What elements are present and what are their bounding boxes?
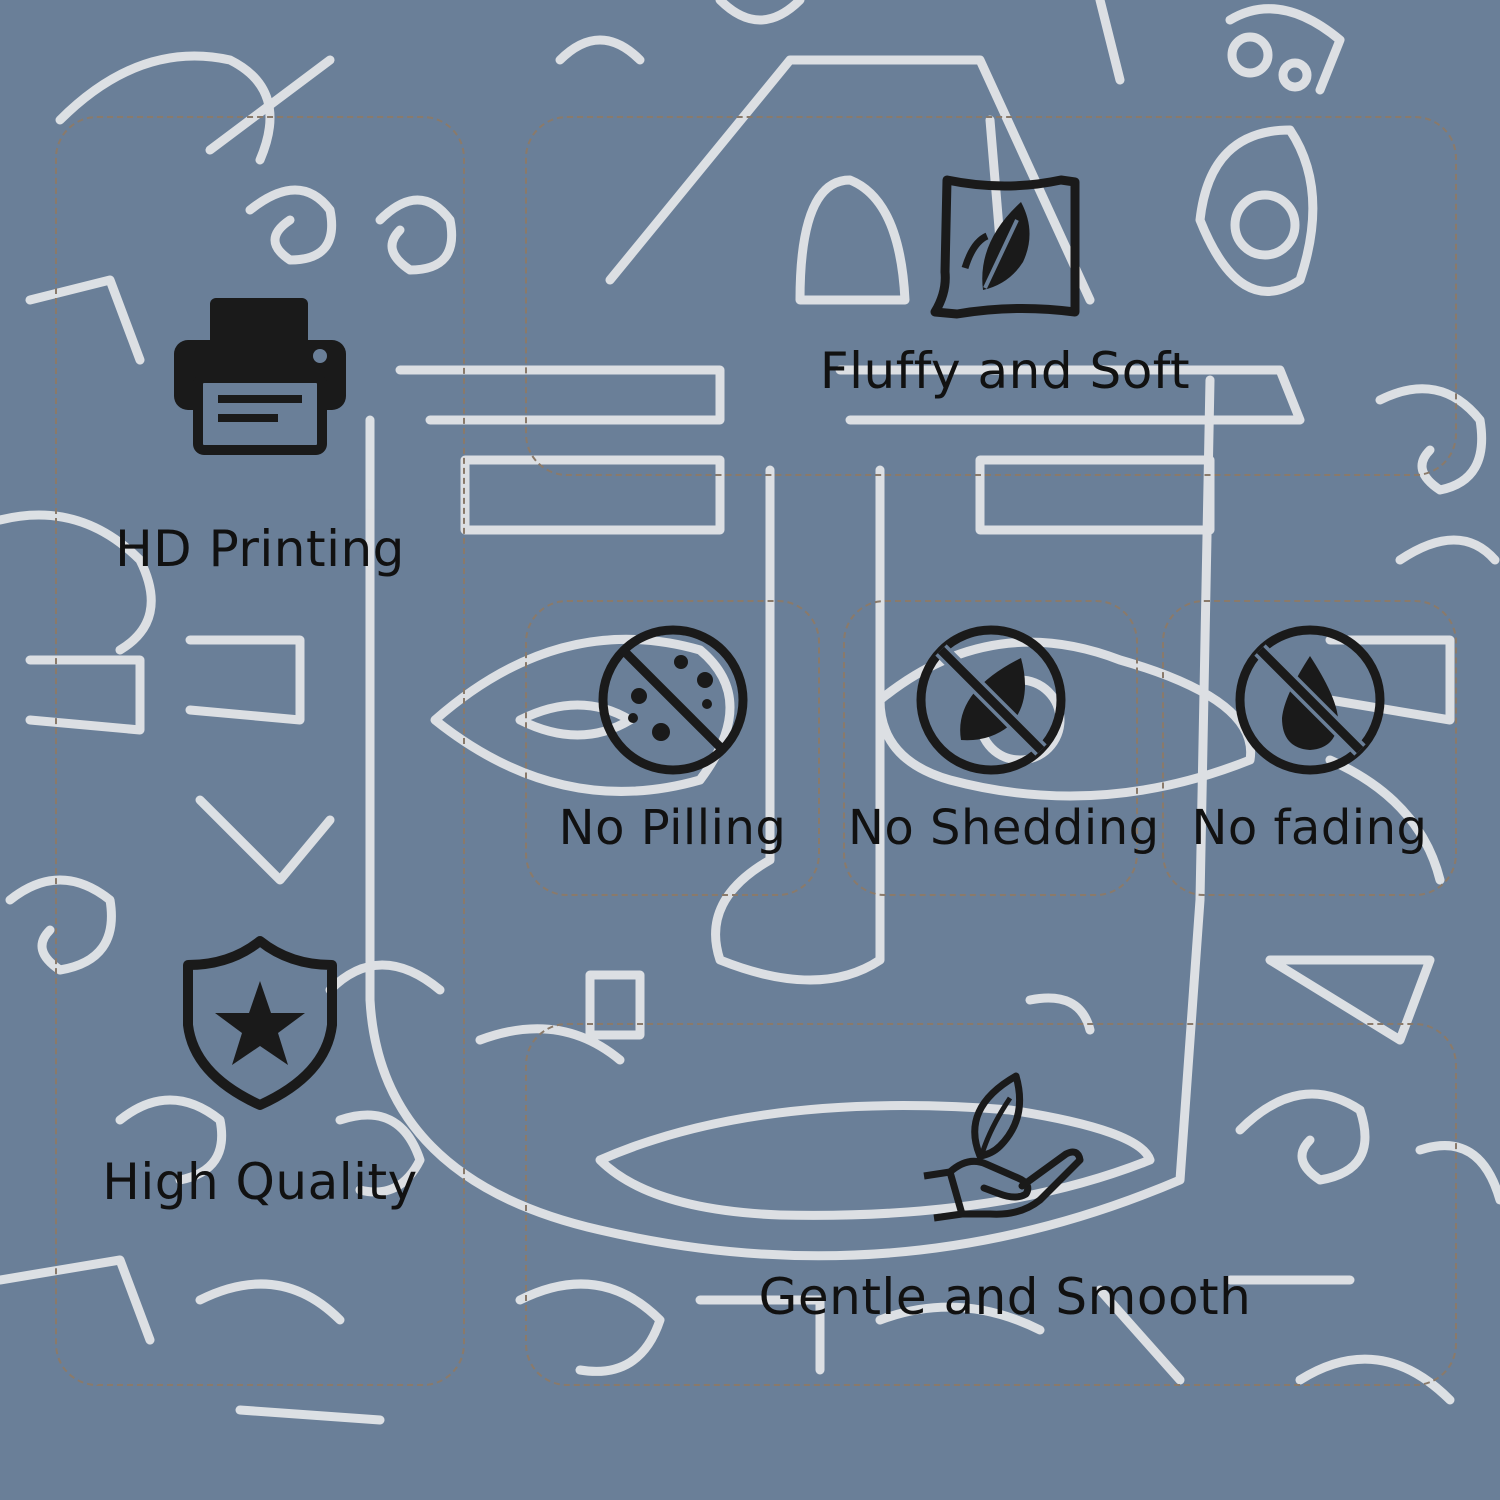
panel-no-shedding: [843, 600, 1138, 896]
feature-label: No fading: [1191, 800, 1428, 856]
feature-label: Fluffy and Soft: [819, 342, 1191, 400]
feature-label: HD Printing: [115, 520, 405, 578]
panel-hd-printing: [55, 116, 465, 1386]
printer-icon: [174, 298, 346, 455]
hand-leaf-icon: [923, 1072, 1084, 1222]
panel-fluffy-soft: [525, 116, 1457, 476]
feature-no-fading: No fading: [1167, 622, 1452, 856]
feature-gentle-smooth: Gentle and Smooth: [740, 1068, 1270, 1326]
feature-label: Gentle and Smooth: [758, 1268, 1252, 1326]
feature-no-pilling: No Pilling: [530, 622, 815, 856]
feature-label: No Pilling: [558, 800, 787, 856]
no-fading-icon: [1235, 625, 1384, 775]
panel-no-pilling: [525, 600, 820, 896]
feature-fluffy-soft: Fluffy and Soft: [740, 172, 1270, 400]
leaf-fabric-icon: [930, 175, 1080, 319]
panel-gentle-smooth: [525, 1023, 1457, 1386]
no-shedding-icon: [916, 625, 1065, 775]
shield-star-icon: [183, 936, 337, 1110]
feature-label: No Shedding: [848, 800, 1160, 856]
feature-hd-printing: HD Printing: [60, 290, 460, 578]
feature-no-shedding: No Shedding: [848, 622, 1160, 856]
feature-high-quality: High Quality: [60, 935, 460, 1211]
panel-no-fading: [1162, 600, 1457, 896]
feature-label: High Quality: [102, 1153, 418, 1211]
no-pilling-icon: [598, 625, 747, 775]
